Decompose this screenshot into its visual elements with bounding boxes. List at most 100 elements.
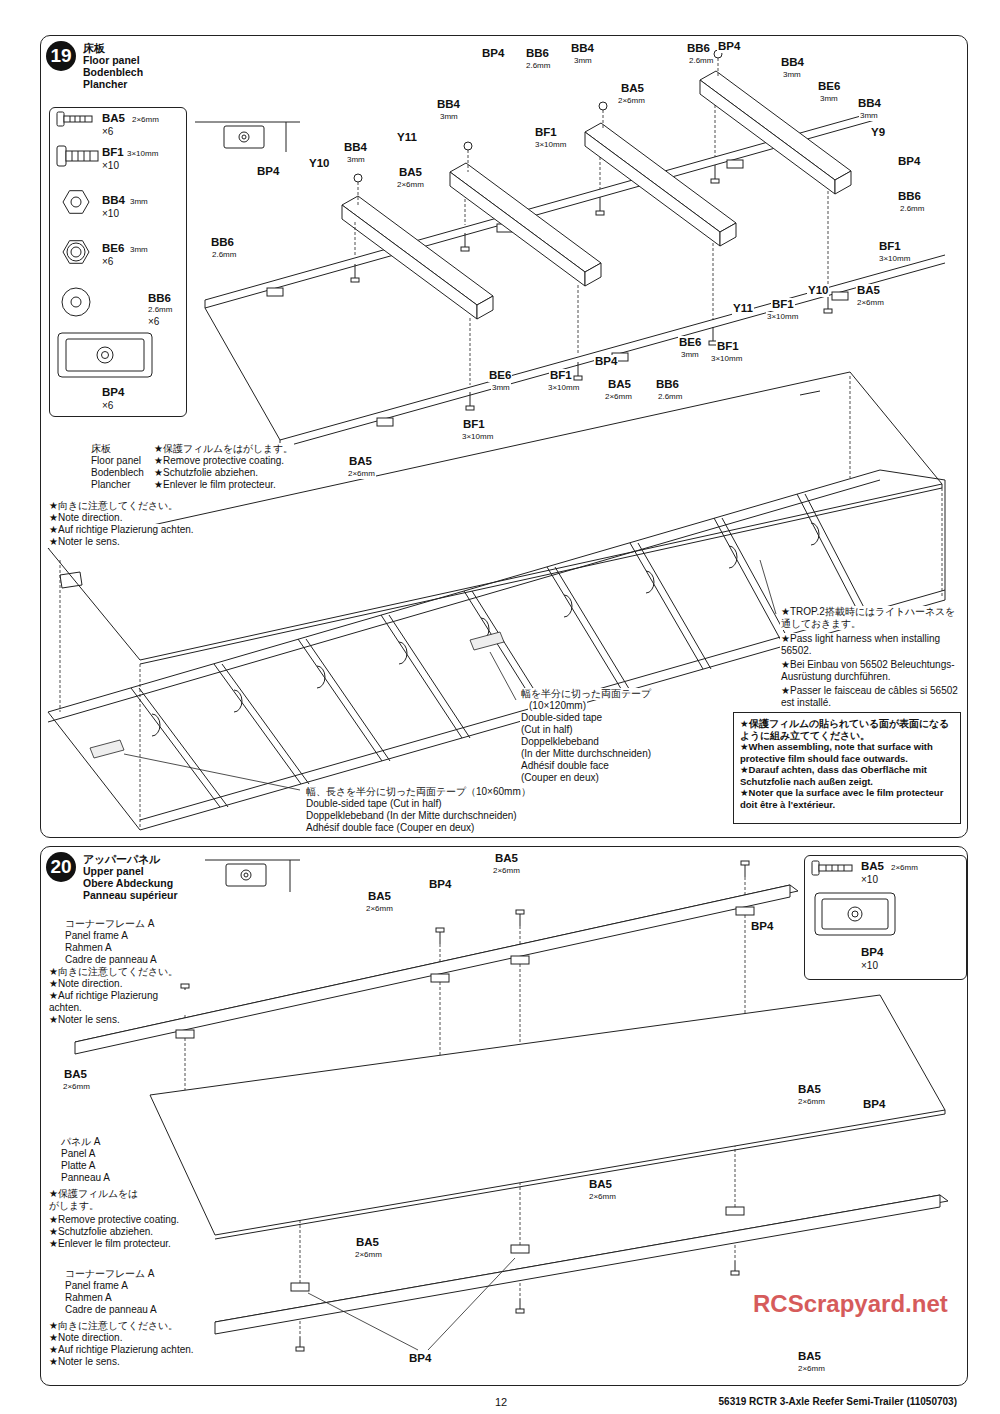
note-text: ★Note direction. <box>48 1332 123 1344</box>
screw-part <box>741 861 749 865</box>
note-text: パネル A <box>60 1136 101 1148</box>
callout-label: BP4 <box>428 878 452 891</box>
size-label: 2×6mm <box>797 1364 826 1374</box>
callout-label: BF1 <box>534 126 558 139</box>
callout-label: BF1 <box>549 369 573 382</box>
count-text: ×6 <box>102 256 113 268</box>
note-text: コーナーフレーム A <box>64 918 155 930</box>
note-text: (In der Mitte durchschneiden) <box>520 748 652 760</box>
screw-icon <box>812 861 819 875</box>
note-text: Cadre de panneau A <box>64 954 158 966</box>
note-text: ★When assembling, note that surface with… <box>740 741 954 764</box>
heading-text: Bodenblech <box>83 66 143 78</box>
note-text: ★Enlever le film protecteur. <box>48 1238 172 1250</box>
count-text: ×10 <box>861 874 878 886</box>
callout-label: BE6 <box>678 336 702 349</box>
heading-text: Floor panel <box>83 54 140 66</box>
bracket-part <box>511 956 529 964</box>
size-label: 3mm <box>573 56 593 66</box>
note-text: ★保護フィルムの貼られている面が表面になるように組み立ててください。 <box>740 718 954 741</box>
note-text: Plancher <box>90 479 131 491</box>
callout-label: BP4 <box>408 1352 432 1365</box>
nut-icon <box>71 197 81 207</box>
size-label: 2.6mm <box>899 204 925 214</box>
bracket-part <box>267 288 283 296</box>
bracket-icon <box>848 907 862 921</box>
heading-text: アッパーパネル <box>83 853 160 865</box>
upper-panel <box>215 1110 945 1239</box>
bracket-part <box>736 907 754 915</box>
callout-label: BF1 <box>771 298 795 311</box>
note-text: Adhésif double face (Couper en deux) <box>305 822 475 834</box>
note-text: ★Remove protective coating. <box>48 1214 180 1226</box>
note-text: コーナーフレーム A <box>64 1268 155 1280</box>
part-code: BF1 <box>102 146 124 159</box>
callout-label: Y11 <box>396 131 418 144</box>
bracket-icon <box>102 352 109 359</box>
size-label: 2×6mm <box>617 96 646 106</box>
size-label: 3×10mm <box>710 354 743 364</box>
step-number: 19 <box>46 41 76 71</box>
count-text: ×10 <box>102 160 119 172</box>
note-text: Double-sided tape <box>520 712 603 724</box>
note-text: ★Schutzfolie abziehen. <box>153 467 259 479</box>
inset-sketch <box>224 126 264 148</box>
note-text: ★Noter le sens. <box>48 536 121 548</box>
callout-label: BA5 <box>797 1083 822 1096</box>
crossmember-beam <box>450 163 601 272</box>
note-text: (10×120mm) <box>528 700 587 712</box>
page-number: 12 <box>494 1396 508 1409</box>
size-label: 2×6mm <box>856 298 885 308</box>
leader-line <box>124 560 776 790</box>
callout-label: BB6 <box>210 236 235 249</box>
bracket-icon <box>815 893 895 935</box>
chassis-rail <box>205 308 280 440</box>
bracket-part <box>377 418 393 426</box>
callout-label: BA5 <box>797 1350 822 1363</box>
note-text: ★保護フィルムをはがします。 <box>48 1188 142 1212</box>
screw-part <box>181 984 189 988</box>
callout-label: Y10 <box>308 157 330 170</box>
note-text: Rahmen A <box>64 942 113 954</box>
note-text: ★Passer le faisceau de câbles si 56502 e… <box>780 685 960 709</box>
callout-label: BB4 <box>570 42 595 55</box>
screw-part <box>436 928 444 932</box>
size-label: 2.6mm <box>211 250 237 260</box>
screw-part <box>351 50 832 410</box>
heading-text: Plancher <box>83 78 127 90</box>
screw-icon <box>57 112 98 166</box>
inset-sketch <box>226 864 266 886</box>
tape-piece <box>90 632 504 758</box>
screw-icon <box>57 112 64 126</box>
count-text: ×6 <box>102 400 113 412</box>
screw-icon <box>826 865 844 871</box>
callout-label: BB4 <box>857 97 882 110</box>
size-label: 2.6mm <box>525 61 551 71</box>
note-text: 床板 <box>90 443 112 455</box>
callout-label: BP4 <box>750 920 774 933</box>
floor-panel <box>60 391 820 588</box>
bracket-part <box>176 1030 194 1038</box>
callout-label: BA5 <box>588 1178 613 1191</box>
callout-label: BB6 <box>655 378 680 391</box>
callout-label: BA5 <box>348 455 373 468</box>
note-text: ★Auf richtige Plazierung achten. <box>48 1344 195 1356</box>
note-text: ★向きに注意してください。 <box>48 500 179 512</box>
note-text: Panel frame A <box>64 1280 129 1292</box>
bracket-part <box>727 160 743 168</box>
callout-label: BA5 <box>607 378 632 391</box>
note-text: ★Noter que la surface avec le film prote… <box>740 787 954 810</box>
note-text: Adhésif double face <box>520 760 610 772</box>
size-text: 3mm <box>130 245 148 255</box>
part-code: BP4 <box>861 946 883 959</box>
note-text: Doppelklebeband (In der Mitte durchschne… <box>305 810 518 822</box>
callout-label: BP4 <box>594 355 618 368</box>
inset-sketch <box>195 122 300 152</box>
size-label: 3×10mm <box>461 432 494 442</box>
note-text: ★Remove protective coating. <box>153 455 285 467</box>
note-text: (Cut in half) <box>520 724 574 736</box>
bracket-part <box>832 292 848 300</box>
size-label: 2.6mm <box>688 56 714 66</box>
screw-part <box>599 102 607 110</box>
crossmember-beam <box>720 223 736 246</box>
